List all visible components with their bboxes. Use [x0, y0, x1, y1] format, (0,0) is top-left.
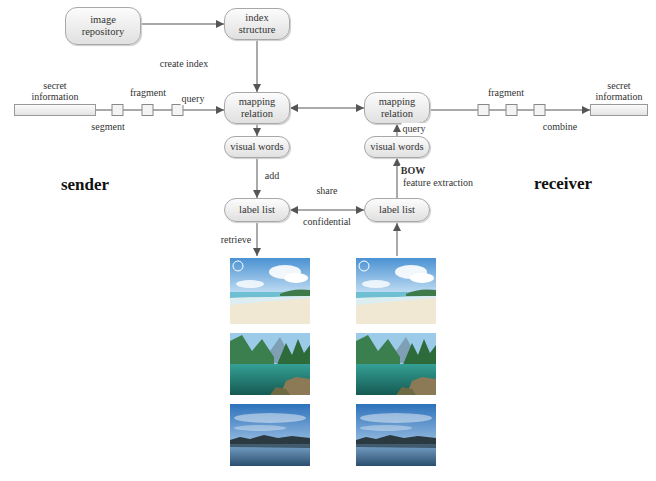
annotation-label: sender	[60, 175, 110, 195]
fragment-square	[112, 105, 123, 116]
node-text: mapping relation	[365, 96, 429, 119]
process-box: label list	[224, 198, 290, 222]
connector-arrow	[290, 210, 364, 211]
connector-arrow	[141, 24, 224, 25]
process-box: index structure	[224, 8, 290, 40]
edge-label: feature extraction	[402, 177, 474, 189]
data-bar: secret information	[590, 104, 648, 116]
connector-arrow	[397, 158, 398, 198]
edge-label: create index	[159, 58, 210, 70]
node-text: mapping relation	[225, 96, 289, 119]
process-box: label list	[364, 198, 430, 222]
edge-label: query	[181, 93, 206, 105]
edge-label: share	[315, 185, 338, 197]
annotation-label: fragment	[129, 87, 167, 99]
node-text: label list	[376, 204, 418, 216]
annotation-label: receiver	[533, 174, 593, 194]
annotation-label: retrieve	[220, 234, 253, 246]
photo	[230, 258, 310, 324]
fragment-square	[478, 105, 489, 116]
fragment-square	[172, 105, 183, 116]
annotation-label: segment	[90, 121, 125, 133]
process-box: mapping relation	[224, 92, 290, 124]
fragment-square	[506, 105, 517, 116]
node-text: image repository	[66, 14, 140, 37]
node-text: visual words	[227, 141, 286, 153]
retrieve-arrow	[257, 223, 258, 256]
photo	[356, 404, 436, 466]
edge-label: add	[264, 170, 280, 182]
process-box: visual words	[364, 136, 430, 158]
node-text: label list	[236, 204, 278, 216]
process-box: visual words	[224, 136, 290, 158]
photo	[356, 258, 436, 324]
connector-arrow	[257, 158, 258, 198]
node-text: secret information	[588, 80, 650, 102]
photo	[356, 333, 436, 395]
annotation-label: combine	[542, 121, 578, 133]
annotation-label: fragment	[487, 87, 525, 99]
edge-label: query	[402, 123, 427, 135]
connector-arrow	[257, 40, 258, 92]
data-bar: secret information	[14, 104, 96, 116]
process-box: image repository	[65, 7, 141, 45]
process-box: mapping relation	[364, 92, 430, 124]
connector-arrow	[290, 108, 364, 109]
photo	[230, 333, 310, 395]
connector-arrow	[397, 124, 398, 136]
node-text: visual words	[367, 141, 426, 153]
photo	[230, 404, 310, 466]
connector-arrow	[257, 124, 258, 136]
annotation-label: confidential	[302, 216, 352, 228]
node-text: secret information	[24, 80, 86, 102]
annotation-label: BOW	[400, 165, 426, 177]
fragment-square	[142, 105, 153, 116]
extract-arrow	[397, 223, 398, 256]
node-text: index structure	[225, 12, 289, 35]
fragment-square	[534, 105, 545, 116]
